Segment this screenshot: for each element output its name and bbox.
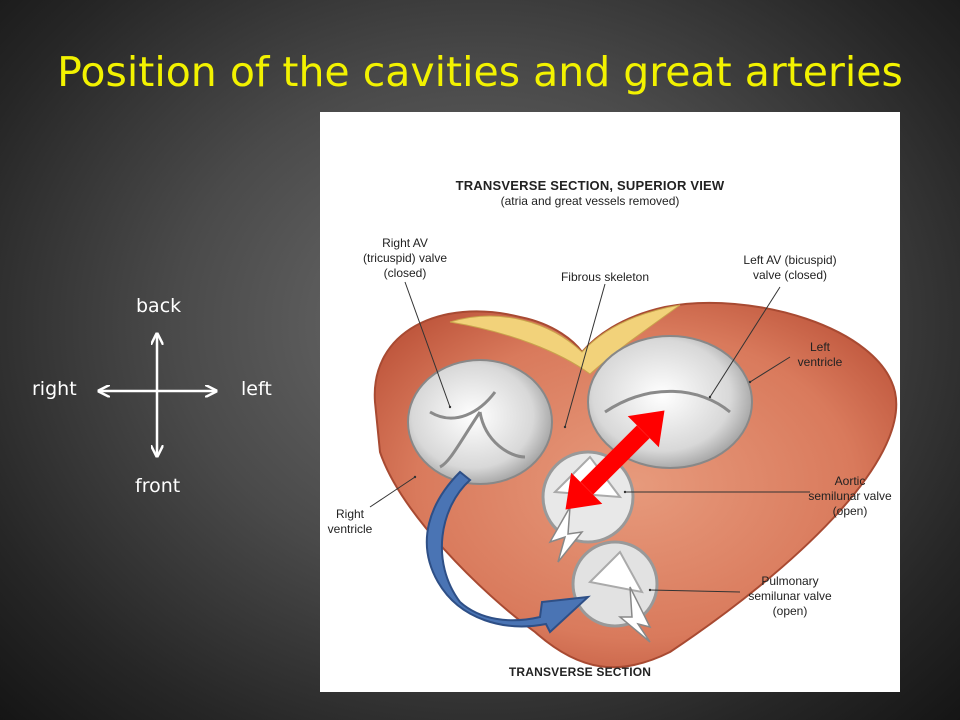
label-line: ventricle [797, 355, 843, 369]
label-line: (tricuspid) valve [362, 251, 448, 265]
label-line: Pulmonary [761, 574, 819, 588]
heart-section-figure: TRANSVERSE SECTION, SUPERIOR VIEW (atria… [320, 112, 900, 692]
label-fibrous-skeleton: Fibrous skeleton [560, 270, 650, 284]
label-line: (closed) [383, 266, 427, 280]
label-aortic-valve: Aortic semilunar valve (open) [800, 474, 900, 519]
blue-curved-arrow [425, 470, 591, 634]
label-front: front [135, 475, 181, 497]
label-line: semilunar valve [748, 589, 832, 603]
figure-subheading: (atria and great vessels removed) [500, 194, 680, 208]
figure-caption: TRANSVERSE SECTION [508, 665, 652, 679]
label-line: (open) [832, 504, 868, 518]
pulmonary-flow-arrow [617, 586, 652, 643]
label-left: left [241, 378, 272, 400]
slide-title: Position of the cavities and great arter… [57, 48, 903, 96]
label-line: Right AV [382, 236, 428, 250]
label-left-av-valve: Left AV (bicuspid) valve (closed) [720, 253, 860, 283]
label-pulmonary-valve: Pulmonary semilunar valve (open) [735, 574, 845, 619]
label-line: Left [809, 340, 830, 354]
compass-arrows [0, 0, 310, 720]
label-right: right [32, 378, 77, 400]
label-line: Aortic [834, 474, 866, 488]
label-line: Right [335, 507, 364, 521]
heart-illustration [369, 281, 898, 669]
tricuspid-valve [407, 359, 553, 485]
label-line: valve (closed) [752, 268, 828, 282]
red-double-arrow [565, 410, 665, 510]
label-line: ventricle [327, 522, 373, 536]
label-right-ventricle: Right ventricle [320, 507, 380, 537]
label-back: back [136, 295, 182, 317]
label-line: Left AV (bicuspid) [743, 253, 837, 267]
figure-heading: TRANSVERSE SECTION, SUPERIOR VIEW [455, 178, 725, 193]
aortic-flow-arrow [548, 506, 584, 563]
label-line: semilunar valve [808, 489, 892, 503]
orientation-compass: back front right left [0, 0, 310, 720]
label-line: (open) [772, 604, 808, 618]
fat-band [449, 304, 681, 375]
label-right-av-valve: Right AV (tricuspid) valve (closed) [345, 236, 465, 281]
label-left-ventricle: Left ventricle [780, 340, 860, 370]
bicuspid-valve [587, 335, 753, 469]
